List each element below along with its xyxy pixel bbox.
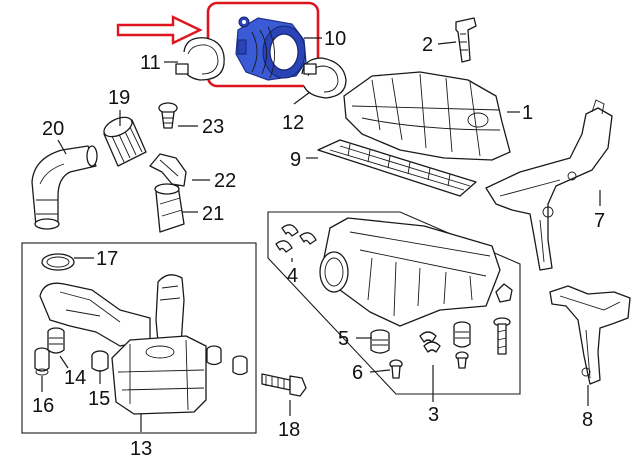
part-8-bracket[interactable] (549, 285, 631, 385)
callout-11: 11 (140, 52, 161, 74)
callout-17: 17 (96, 248, 118, 270)
part-9-filter-element[interactable] (317, 139, 477, 197)
part-21-resonator[interactable] (154, 183, 185, 233)
callout-16: 16 (32, 395, 54, 417)
part-16-grommet[interactable] (34, 347, 50, 376)
callout-labels: 1 2 3 4 5 6 7 8 9 10 11 12 13 14 15 16 1… (32, 28, 605, 460)
callout-8: 8 (582, 409, 593, 431)
highlight-arrow (116, 15, 203, 45)
callout-10: 10 (324, 28, 346, 50)
part-20-intake-duct[interactable] (31, 145, 98, 230)
callout-19: 19 (108, 87, 130, 109)
leader-lines (41, 37, 601, 432)
part-19-boot[interactable] (101, 113, 147, 167)
part-11-clamp[interactable] (175, 37, 225, 81)
part-17-o-ring[interactable] (41, 253, 75, 271)
callout-18: 18 (278, 419, 300, 441)
callout-21: 21 (202, 203, 224, 225)
part-14-grommet[interactable] (47, 327, 65, 354)
callout-9: 9 (290, 149, 301, 171)
callout-1: 1 (522, 102, 533, 124)
part-6-pin[interactable] (389, 359, 403, 379)
part-5-grommet[interactable] (370, 329, 390, 354)
part-3-cleaner-housing[interactable] (319, 217, 501, 327)
callout-22: 22 (214, 170, 236, 192)
callout-3: 3 (428, 404, 439, 426)
part-18-bolt[interactable] (261, 373, 307, 397)
callout-2: 2 (422, 34, 433, 56)
callout-14: 14 (64, 367, 86, 389)
callout-15: 15 (88, 388, 110, 410)
part-22-bracket[interactable] (149, 153, 187, 187)
callout-13: 13 (130, 438, 152, 460)
callout-7: 7 (594, 210, 605, 232)
callout-12: 12 (282, 112, 304, 134)
callout-6: 6 (352, 362, 363, 384)
part-3-housing-group (267, 211, 521, 395)
callout-5: 5 (338, 328, 349, 350)
callout-23: 23 (202, 116, 224, 138)
part-23-clip[interactable] (158, 102, 178, 129)
callout-4: 4 (287, 265, 298, 287)
part-10-intake-tube[interactable] (235, 16, 307, 81)
part-13-grommets (206, 345, 248, 376)
part-13-resonator[interactable] (39, 274, 207, 415)
part-15-plug[interactable] (91, 350, 109, 372)
callout-20: 20 (42, 118, 64, 140)
part-7-bracket[interactable] (485, 99, 613, 271)
part-13-group-box (21, 242, 257, 434)
part-2-sensor[interactable] (455, 17, 477, 63)
housing-hardware (419, 283, 513, 369)
part-1-cleaner-cover[interactable] (343, 71, 511, 161)
part-12-clamp[interactable] (301, 57, 347, 99)
part-4-grommets[interactable] (275, 224, 317, 253)
